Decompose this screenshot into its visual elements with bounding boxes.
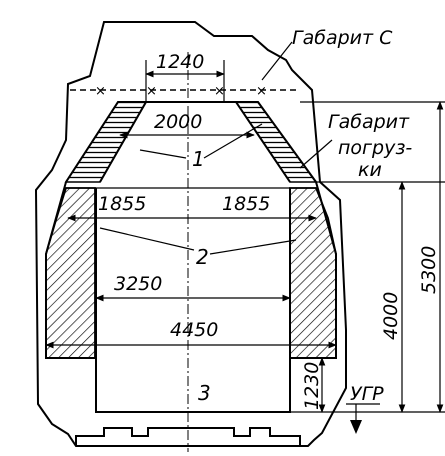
callout-1: 1 xyxy=(192,147,205,171)
dim-3250: 3250 xyxy=(114,273,162,295)
dim-1855-right: 1855 xyxy=(222,193,270,215)
label-gabarit-pogruzki-3: ки xyxy=(358,159,382,181)
dim-4450: 4450 xyxy=(170,319,218,341)
callout-2: 2 xyxy=(196,245,209,269)
dim-1240: 1240 xyxy=(156,51,204,73)
svg-text:×: × xyxy=(146,84,157,99)
label-gabarit-c: Габарит С xyxy=(292,27,393,49)
label-gabarit-pogruzki-1: Габарит xyxy=(328,111,410,133)
dim-4000: 4000 xyxy=(380,292,402,340)
dim-1855-left: 1855 xyxy=(98,193,146,215)
dim-5300: 5300 xyxy=(418,246,440,294)
bottom-steps xyxy=(75,427,301,446)
hatched-zone-right xyxy=(289,187,337,359)
dim-2000: 2000 xyxy=(154,111,202,133)
hatched-zone-left xyxy=(45,187,96,359)
gabarit-c-outline xyxy=(34,21,347,447)
dim-1230: 1230 xyxy=(301,362,323,410)
svg-text:×: × xyxy=(95,84,106,99)
inner-body-outline xyxy=(95,188,291,413)
callout-3: 3 xyxy=(198,381,211,405)
label-gabarit-pogruzki-2: погруз- xyxy=(338,137,412,159)
svg-text:×: × xyxy=(214,84,225,99)
label-ugr: УГР xyxy=(350,383,384,405)
svg-text:×: × xyxy=(256,84,267,99)
ugr-marker-icon xyxy=(350,420,362,434)
upper-zone-right xyxy=(234,101,318,183)
